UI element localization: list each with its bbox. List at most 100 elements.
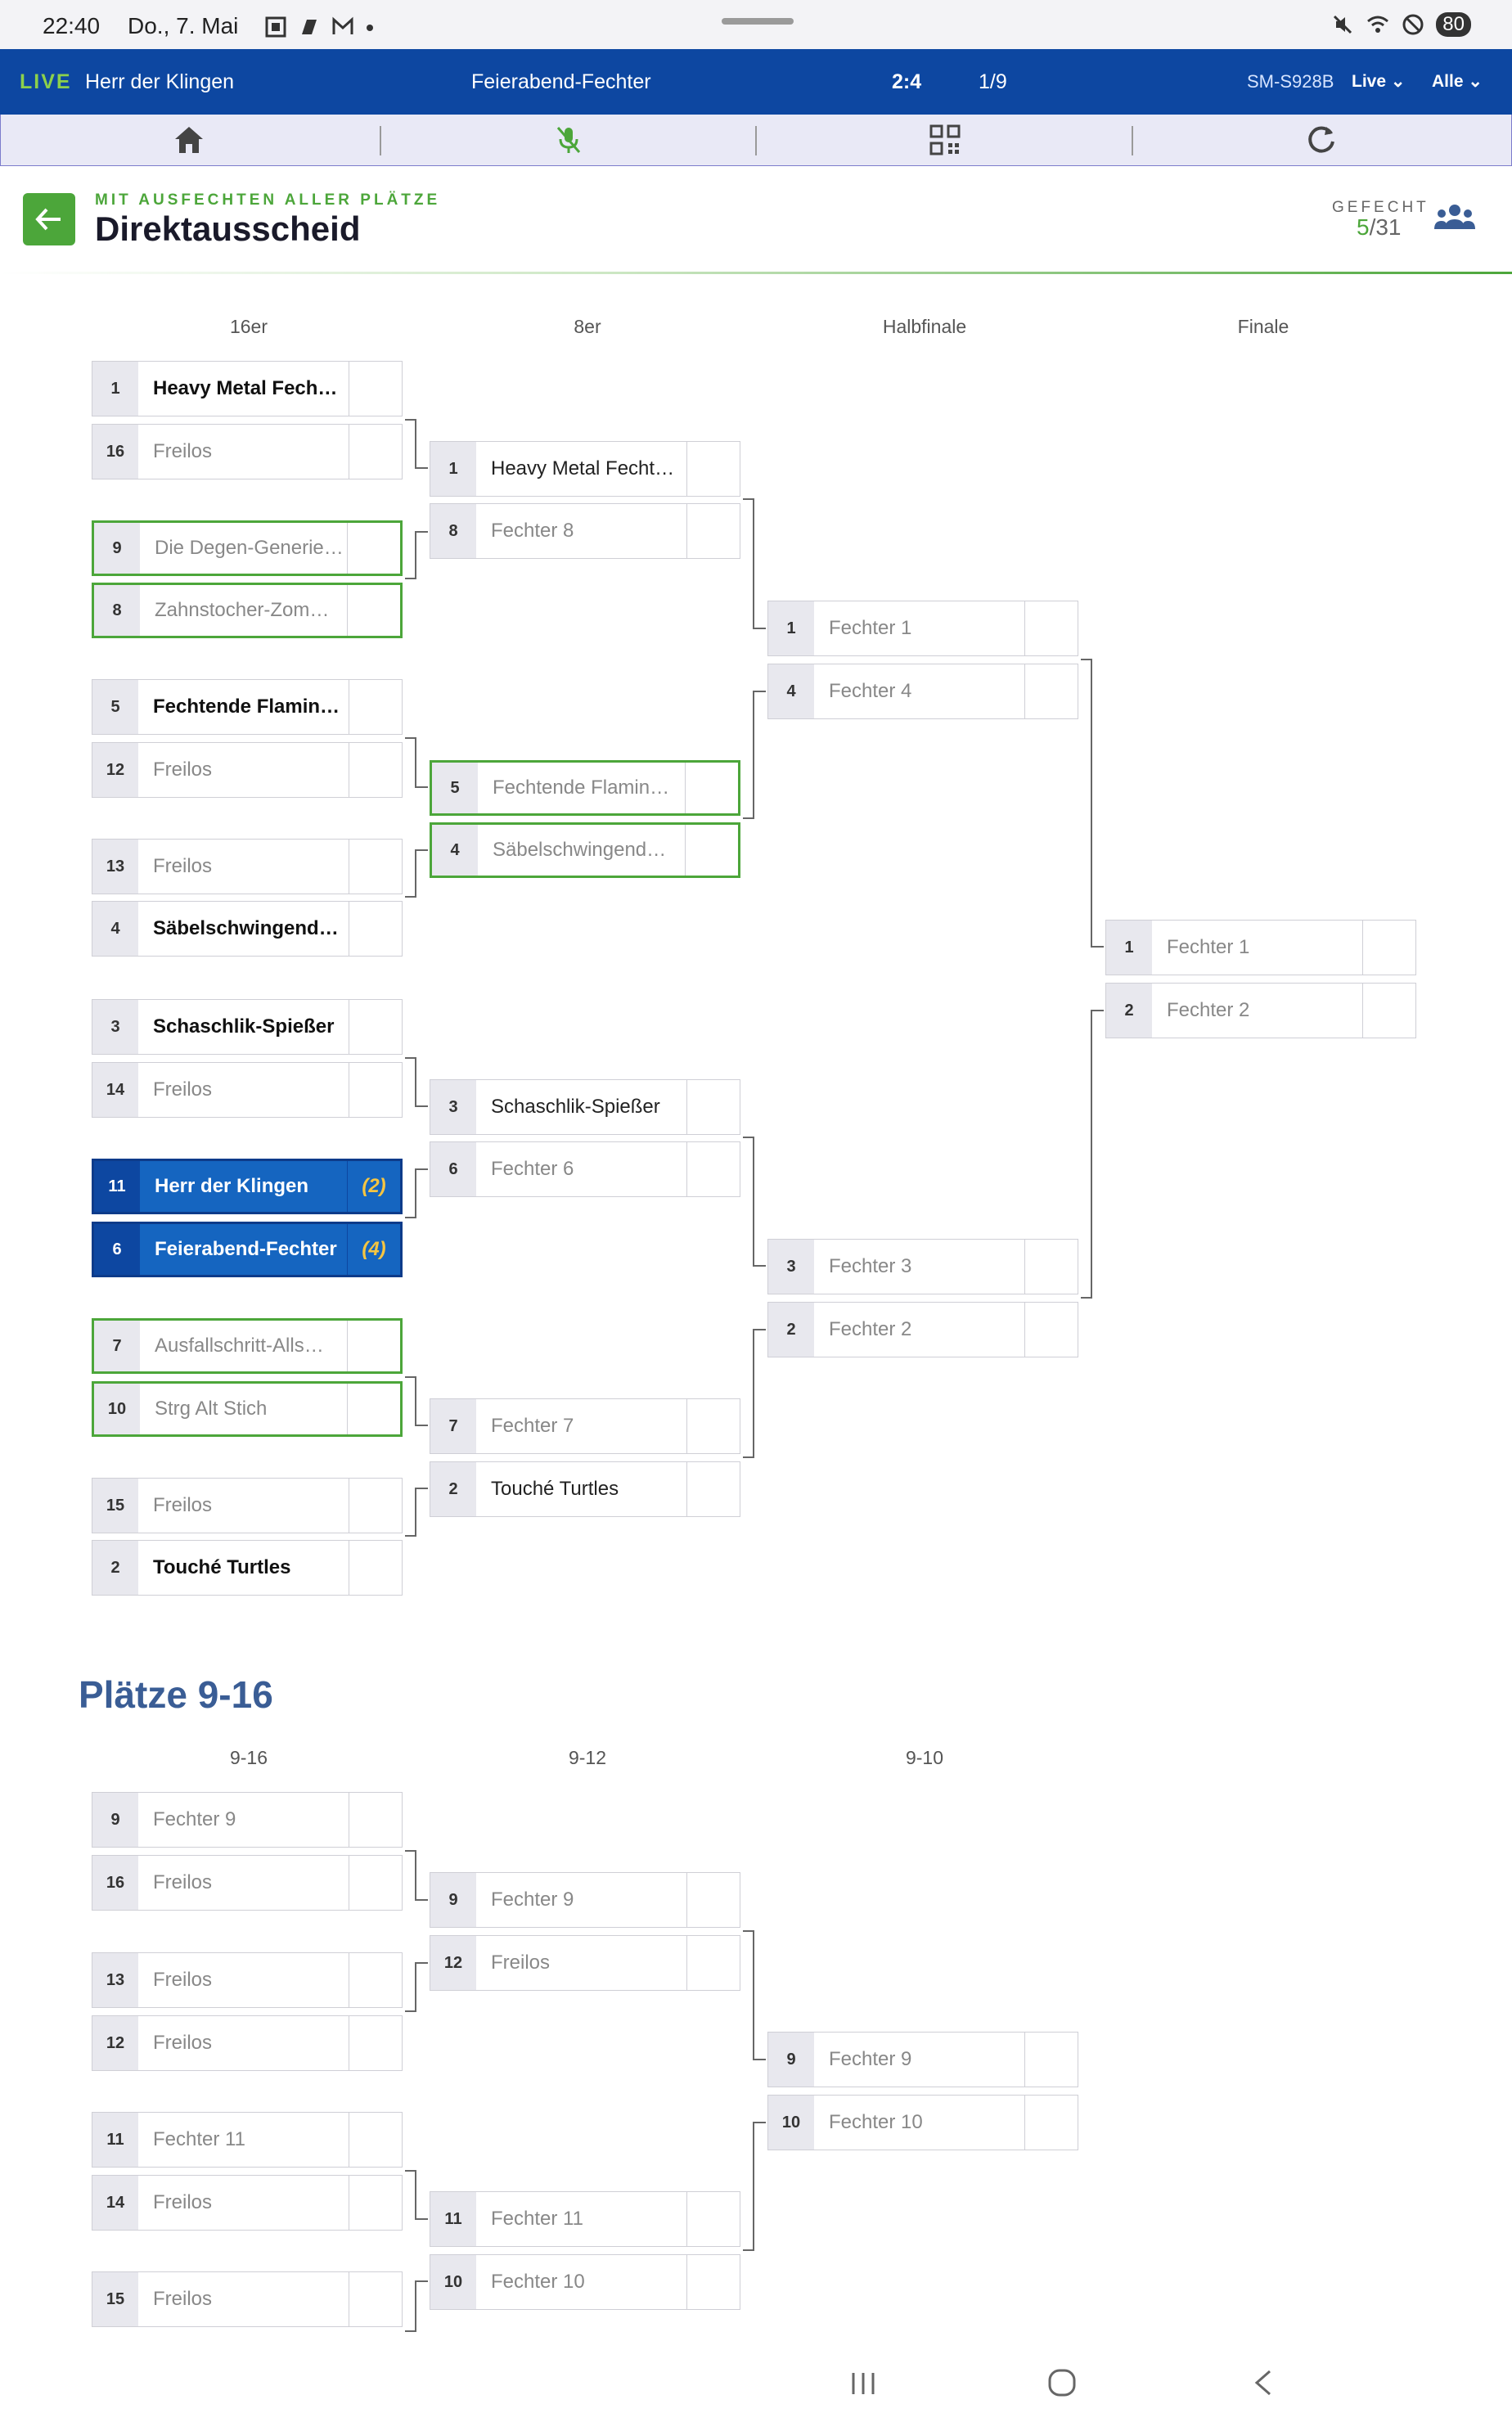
score-cell	[349, 743, 402, 797]
device-name: SM-S928B	[1247, 71, 1334, 92]
seed-number: 11	[430, 2192, 476, 2246]
status-time: 22:40	[43, 13, 101, 38]
back-nav-icon[interactable]	[1252, 2368, 1275, 2397]
back-button[interactable]	[23, 193, 75, 245]
live-bout-bar: LIVE Herr der Klingen Feierabend-Fechter…	[0, 49, 1512, 115]
refresh-button[interactable]	[1133, 115, 1510, 165]
score-cell	[349, 362, 402, 416]
score-cell	[686, 1080, 740, 1134]
home-nav-icon[interactable]	[1047, 2368, 1077, 2397]
fencer-name: Freilos	[153, 2191, 213, 2213]
score-cell	[347, 585, 400, 636]
seed-number: 3	[430, 1080, 476, 1134]
seed-number: 9	[768, 2033, 814, 2087]
qr-code-button[interactable]	[757, 115, 1133, 165]
mic-off-button[interactable]	[380, 115, 757, 165]
seed-number: 2	[430, 1462, 476, 1516]
fencer-name: Freilos	[153, 2032, 213, 2054]
mode-dropdown[interactable]: Live ⌄	[1352, 69, 1405, 95]
seed-number: 9	[430, 1873, 476, 1927]
toolbar	[0, 115, 1512, 166]
dnd-icon	[1402, 14, 1424, 35]
score-cell	[349, 2176, 402, 2230]
score-cell	[349, 1953, 402, 2007]
score-cell	[349, 1479, 402, 1533]
recent-apps-icon[interactable]	[849, 2370, 877, 2397]
bracket-slot[interactable]: 9 Fechter 9	[767, 2032, 1078, 2087]
bout-score: 2:4	[892, 70, 922, 93]
seed-number: 16	[92, 1856, 138, 1910]
score-cell	[349, 2113, 402, 2167]
score-cell	[1024, 1303, 1078, 1357]
score-cell	[686, 1142, 740, 1196]
seed-number: 3	[92, 1000, 138, 1054]
fencer-name: Herr der Klingen	[155, 1175, 309, 1197]
teams-icon[interactable]	[1433, 203, 1476, 232]
status-bar: 22:40 Do., 7. Mai 80	[0, 0, 1512, 49]
seed-number: 2	[1106, 984, 1152, 1038]
fencer-name: Fechter 9	[829, 2048, 912, 2070]
fencer-name: Fechter 1	[1167, 936, 1250, 958]
seed-number: 1	[768, 601, 814, 655]
status-date: Do., 7. Mai	[128, 13, 239, 38]
status-handle[interactable]	[722, 18, 794, 25]
seed-number: 16	[92, 425, 138, 479]
score-cell	[349, 2016, 402, 2070]
mic-off-icon	[556, 127, 581, 153]
round-label: 16er	[229, 316, 268, 337]
filter-dropdown[interactable]: Alle ⌄	[1432, 69, 1483, 95]
fencer-name: Freilos	[153, 855, 213, 877]
round-label: 9-16	[229, 1747, 268, 1768]
seed-number: 9	[92, 1793, 138, 1847]
score-cell	[686, 1399, 740, 1453]
fencer-name: Heavy Metal Fech…	[153, 377, 338, 399]
seed-number: 4	[432, 825, 478, 876]
home-button[interactable]	[1, 115, 377, 165]
seed-number: 1	[430, 442, 476, 496]
score-cell	[686, 504, 740, 558]
